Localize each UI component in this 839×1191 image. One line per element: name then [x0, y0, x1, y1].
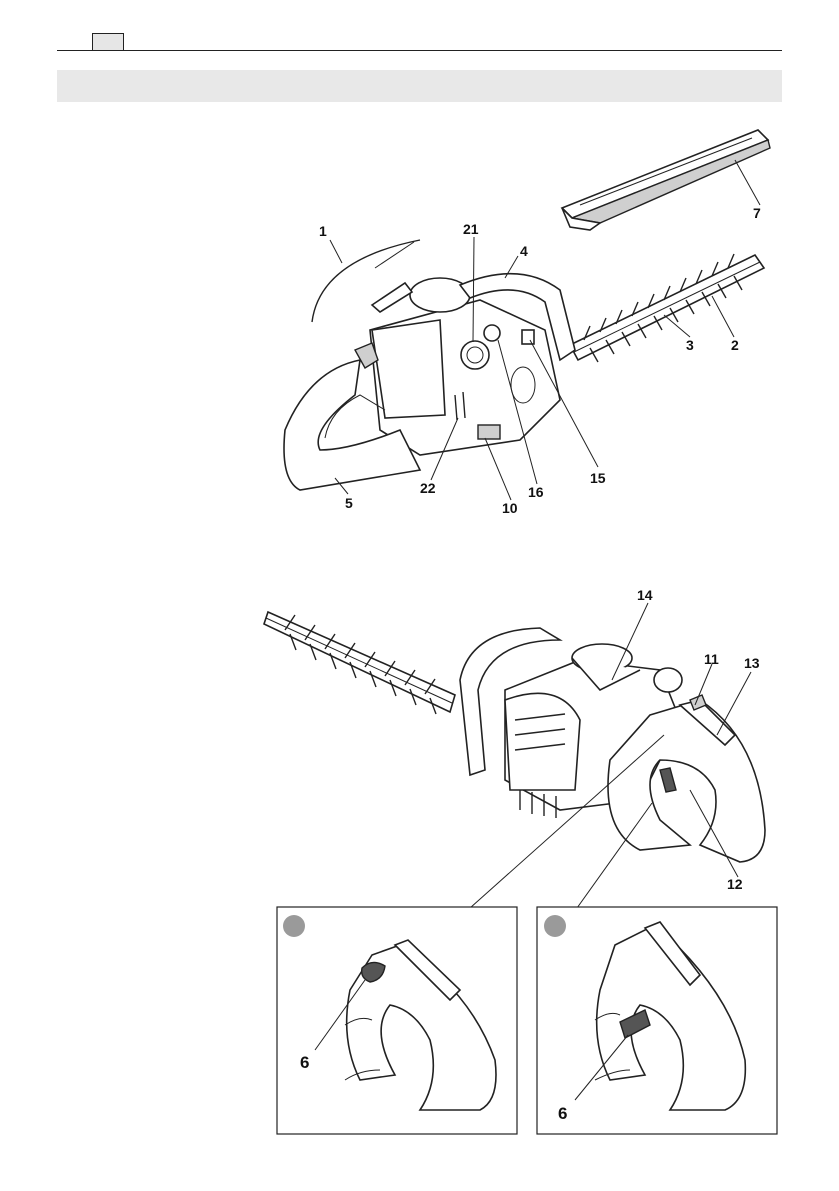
- detail-indicator-dot: [283, 915, 305, 937]
- callout-13: 13: [744, 655, 760, 671]
- detail-box-right: 6: [537, 907, 777, 1134]
- callout-22: 22: [420, 480, 436, 496]
- callout-2: 2: [731, 337, 739, 353]
- callout-10: 10: [502, 500, 518, 516]
- callout-6-left: 6: [300, 1053, 309, 1072]
- callout-4: 4: [520, 243, 528, 259]
- callout-12: 12: [727, 876, 743, 892]
- callout-15: 15: [590, 470, 606, 486]
- callout-16: 16: [528, 484, 544, 500]
- blade-guard-illustration: [562, 130, 770, 230]
- callout-3: 3: [686, 337, 694, 353]
- detail-box-left: 6: [277, 907, 517, 1134]
- callout-11: 11: [704, 651, 719, 667]
- callout-5: 5: [345, 495, 353, 511]
- callout-14: 14: [637, 587, 653, 603]
- callout-1: 1: [319, 223, 327, 239]
- hedge-trimmer-rear-illustration: [264, 612, 765, 862]
- callout-21: 21: [463, 221, 479, 237]
- hedge-trimmer-top-illustration: [284, 240, 764, 490]
- callout-7: 7: [753, 205, 761, 221]
- callout-6-right: 6: [558, 1104, 567, 1123]
- detail-indicator-dot: [544, 915, 566, 937]
